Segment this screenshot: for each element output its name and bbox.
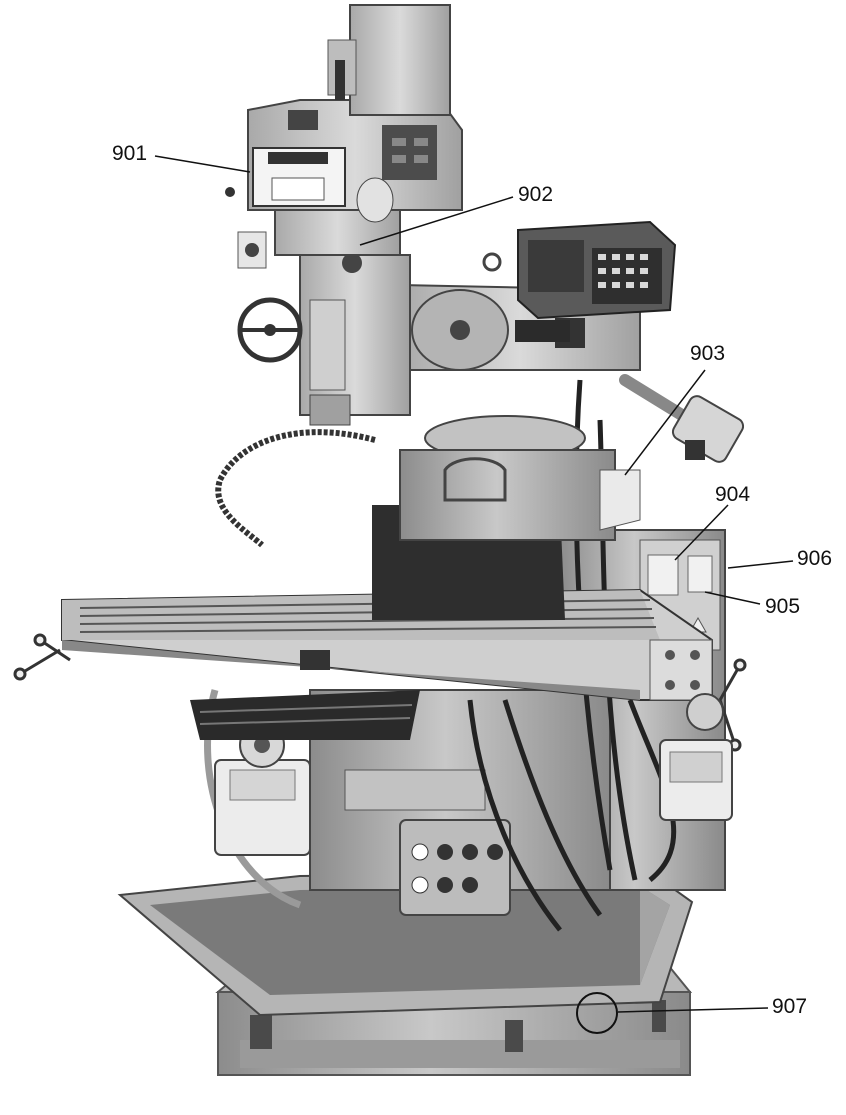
highlight-circle-907 <box>576 992 618 1034</box>
callout-906: 906 <box>797 547 833 570</box>
motor <box>327 4 451 116</box>
callout-901: 901 <box>112 142 148 165</box>
leader-lines <box>154 155 794 1013</box>
coolant-hose <box>215 429 376 548</box>
knee <box>309 689 611 916</box>
leader-line-905 <box>704 591 761 605</box>
callout-904: 904 <box>715 483 751 506</box>
digital-readout <box>482 220 677 348</box>
callout-903: 903 <box>690 342 726 365</box>
work-light <box>619 374 745 463</box>
chip-tray <box>117 870 694 1017</box>
leader-line-903 <box>624 369 706 476</box>
power-feed-right <box>659 693 733 821</box>
callout-907: 907 <box>772 995 808 1018</box>
callout-905: 905 <box>765 595 801 618</box>
turret <box>399 415 641 541</box>
power-feed-left <box>214 722 311 856</box>
belt-housing <box>225 99 463 269</box>
leader-line-906 <box>727 560 794 569</box>
leader-line-901 <box>154 155 251 173</box>
leader-line-902 <box>359 196 514 246</box>
callout-902: 902 <box>518 183 554 206</box>
leader-line-907 <box>617 1007 769 1013</box>
leader-line-904 <box>674 504 729 561</box>
